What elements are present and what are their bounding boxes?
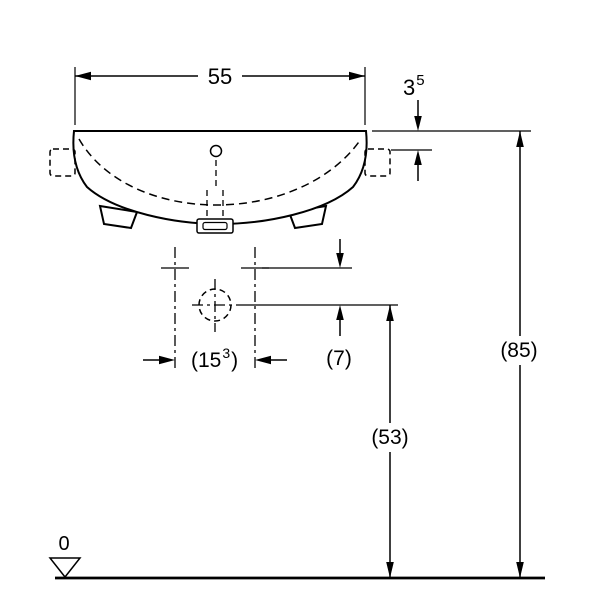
dim-rim-height: 35 [372, 72, 531, 181]
washbasin [49, 130, 391, 234]
arrowhead-up [336, 305, 344, 320]
dim-hole-spacing-sup: 3 [222, 345, 230, 361]
arrowhead-up [516, 131, 524, 147]
arrowhead-down [414, 116, 422, 131]
basin-inner-edge [78, 138, 362, 206]
datum-triangle-icon [48, 557, 82, 579]
dim-hole-offset: (7) [236, 239, 398, 370]
overflow-hole [209, 144, 223, 158]
left-foot [98, 204, 139, 230]
dim-overall-height: (85) [490, 131, 548, 578]
label-mask [198, 61, 242, 90]
label-mask [362, 423, 418, 452]
dim-hole-spacing-main: (15 [191, 349, 221, 372]
dim-rim-height-label: 35 [403, 72, 425, 100]
floor-datum: 0 [48, 533, 82, 579]
arrowhead-down [516, 562, 524, 578]
arrowhead-right [349, 71, 365, 81]
dim-rim-height-base: 3 [403, 75, 415, 100]
dim-hole-spacing-label: (153) [191, 345, 238, 372]
arrowhead-up [414, 150, 422, 165]
arrowhead-left [75, 71, 91, 81]
dim-drain-height-label: (53) [371, 426, 408, 449]
siphon [192, 279, 233, 332]
floor-datum-label: 0 [58, 533, 69, 555]
arrowhead-down [386, 562, 394, 578]
arrowhead-down [336, 253, 344, 268]
right-hidden-edge-box [364, 148, 391, 177]
dim-width: 55 [74, 61, 366, 125]
arrowhead-up [386, 305, 394, 321]
arrowhead-left-pointing [255, 355, 271, 365]
label-mask [490, 336, 548, 365]
dim-hole-spacing: (153) [143, 345, 287, 372]
dim-overall-height-label: (85) [500, 339, 537, 362]
dim-drain-height: (53) [362, 305, 418, 578]
arrowhead-right-pointing [159, 355, 175, 365]
dim-hole-spacing-close: ) [231, 349, 238, 372]
drain-outlet-inner [202, 221, 228, 231]
dim-rim-height-sup: 5 [416, 72, 424, 89]
dim-width-label: 55 [208, 64, 232, 89]
dim-hole-offset-label: (7) [326, 347, 352, 370]
left-hidden-edge-box [49, 148, 76, 177]
